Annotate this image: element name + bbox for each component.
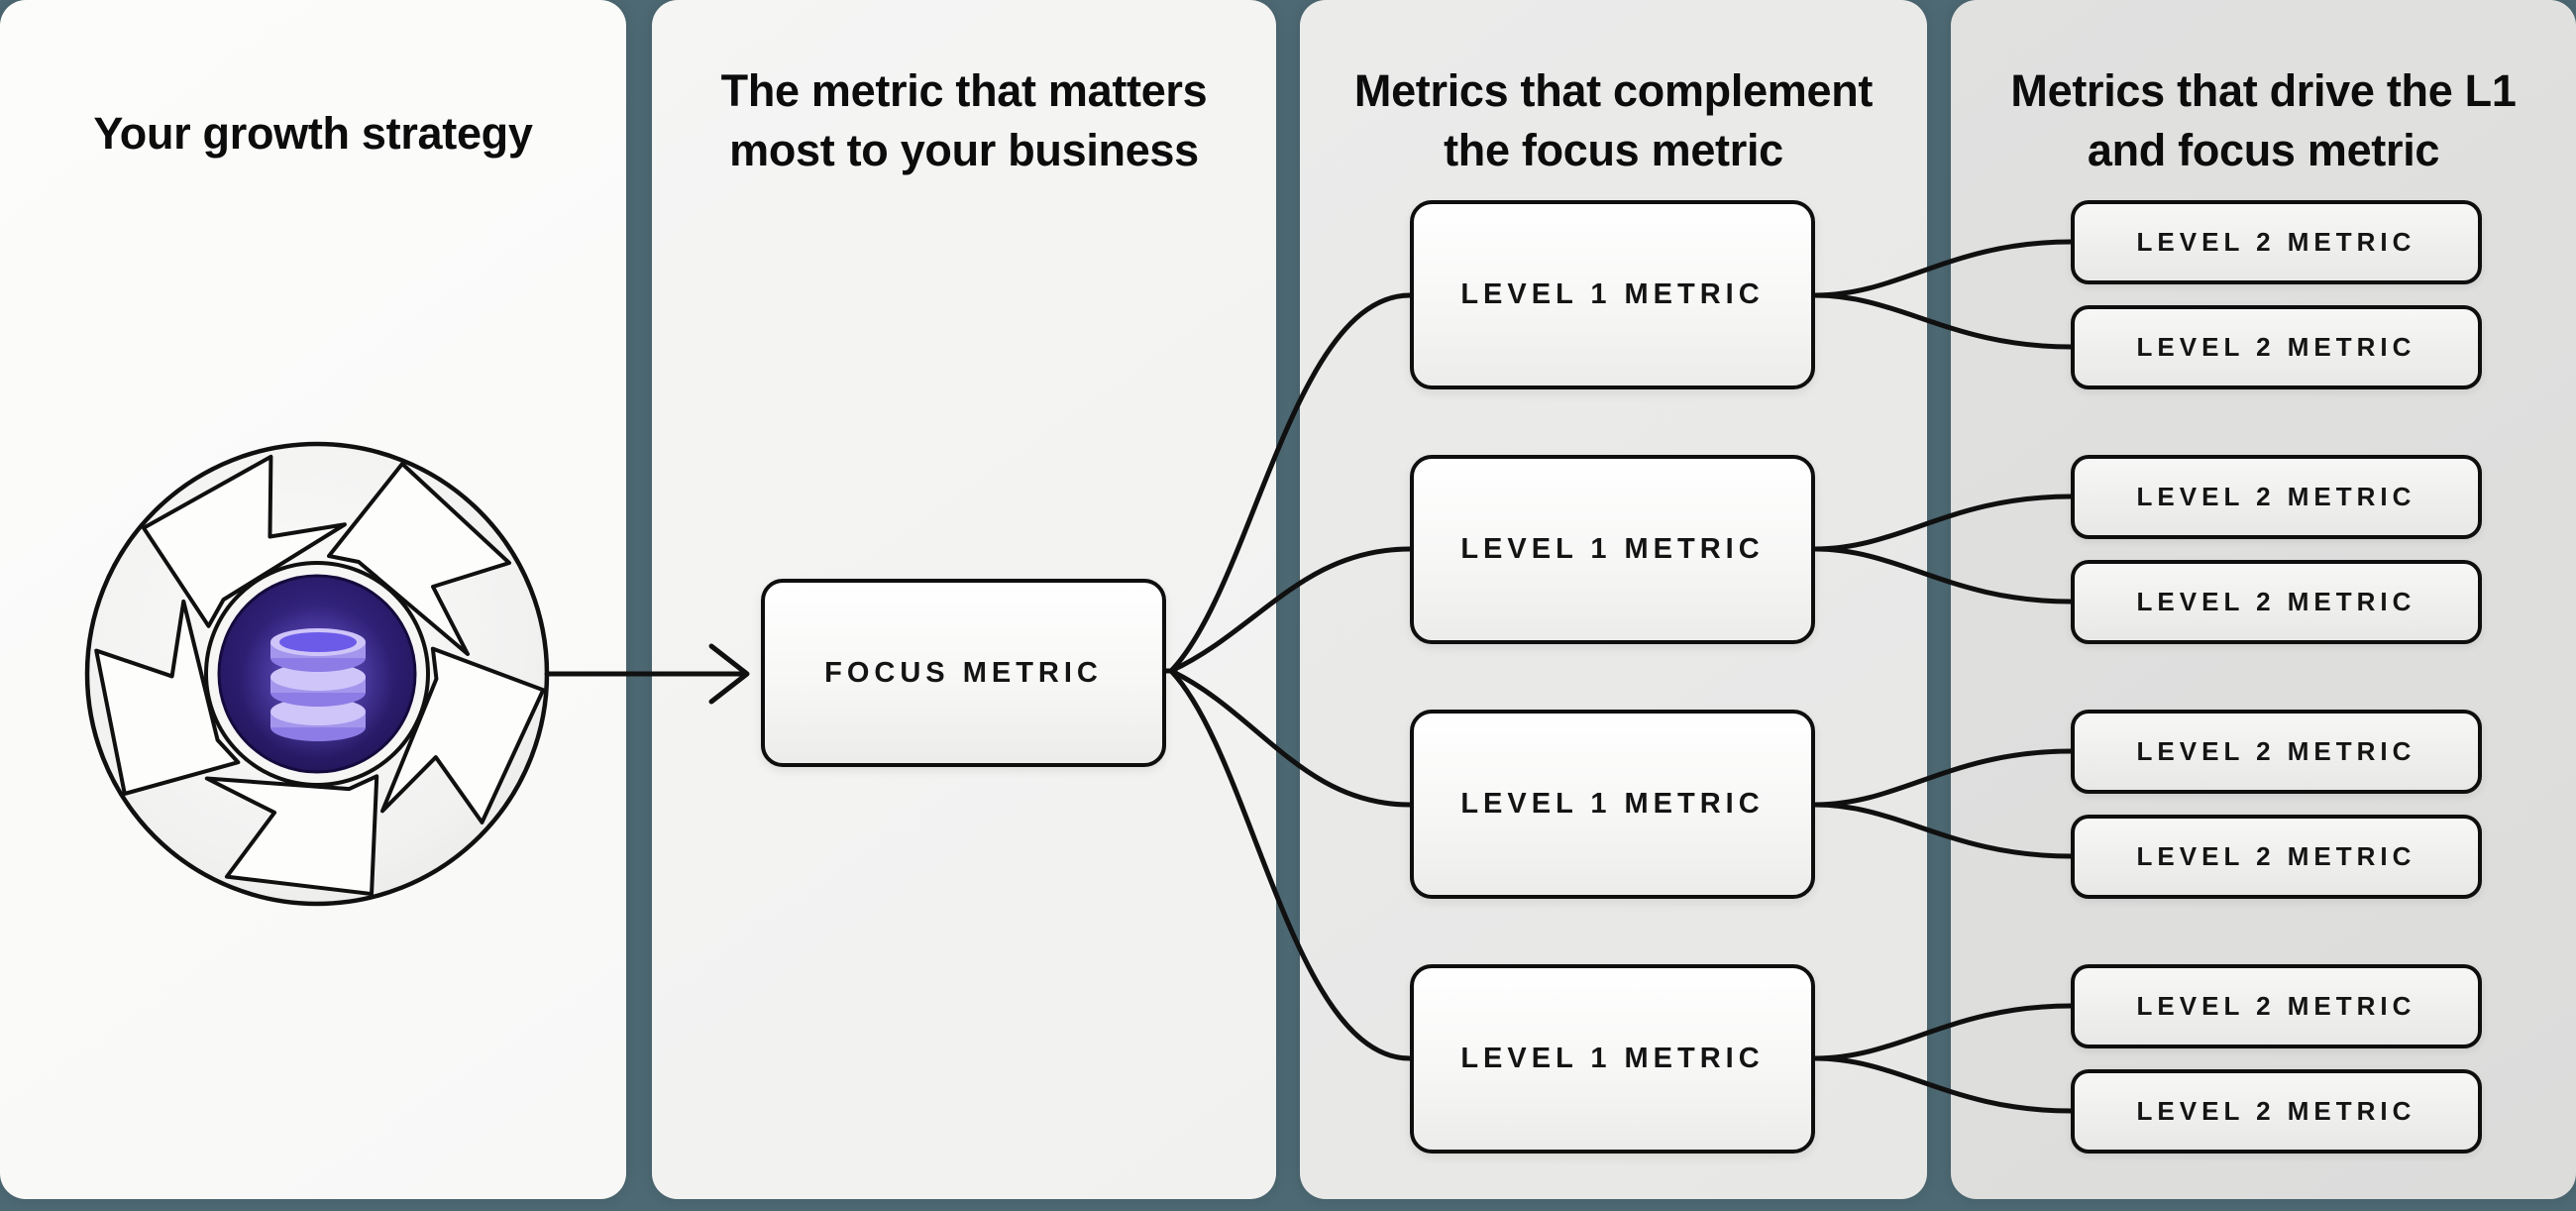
level2-metric-box: LEVEL 2 METRIC [2071,200,2482,284]
panel-title: Metrics that drive the L1 and focus metr… [1951,61,2576,180]
panel-title: Metrics that complement the focus metric [1300,61,1927,180]
level1-metric-box: LEVEL 1 METRIC [1410,710,1815,899]
level1-metric-box: LEVEL 1 METRIC [1410,964,1815,1154]
level1-metric-box: LEVEL 1 METRIC [1410,200,1815,389]
panel-title: The metric that matters most to your bus… [652,61,1276,180]
title-line: Metrics that complement [1353,65,1874,116]
title-line: the focus metric [1444,125,1783,175]
panel-growth-strategy: Your growth strategy [0,0,626,1199]
title-line: and focus metric [2087,125,2440,175]
title-line: most to your business [729,125,1199,175]
panel-title: Your growth strategy [93,108,533,159]
level2-metric-box: LEVEL 2 METRIC [2071,560,2482,644]
title-line: Metrics that drive the L1 [2010,65,2517,116]
level2-metric-box: LEVEL 2 METRIC [2071,305,2482,389]
level2-metric-box: LEVEL 2 METRIC [2071,1069,2482,1154]
level2-metric-box: LEVEL 2 METRIC [2071,710,2482,794]
focus-metric-box: FOCUS METRIC [761,579,1166,767]
level2-metric-box: LEVEL 2 METRIC [2071,964,2482,1048]
level2-metric-box: LEVEL 2 METRIC [2071,455,2482,539]
level1-metric-box: LEVEL 1 METRIC [1410,455,1815,644]
title-line: The metric that matters [720,65,1208,116]
level2-metric-box: LEVEL 2 METRIC [2071,815,2482,899]
